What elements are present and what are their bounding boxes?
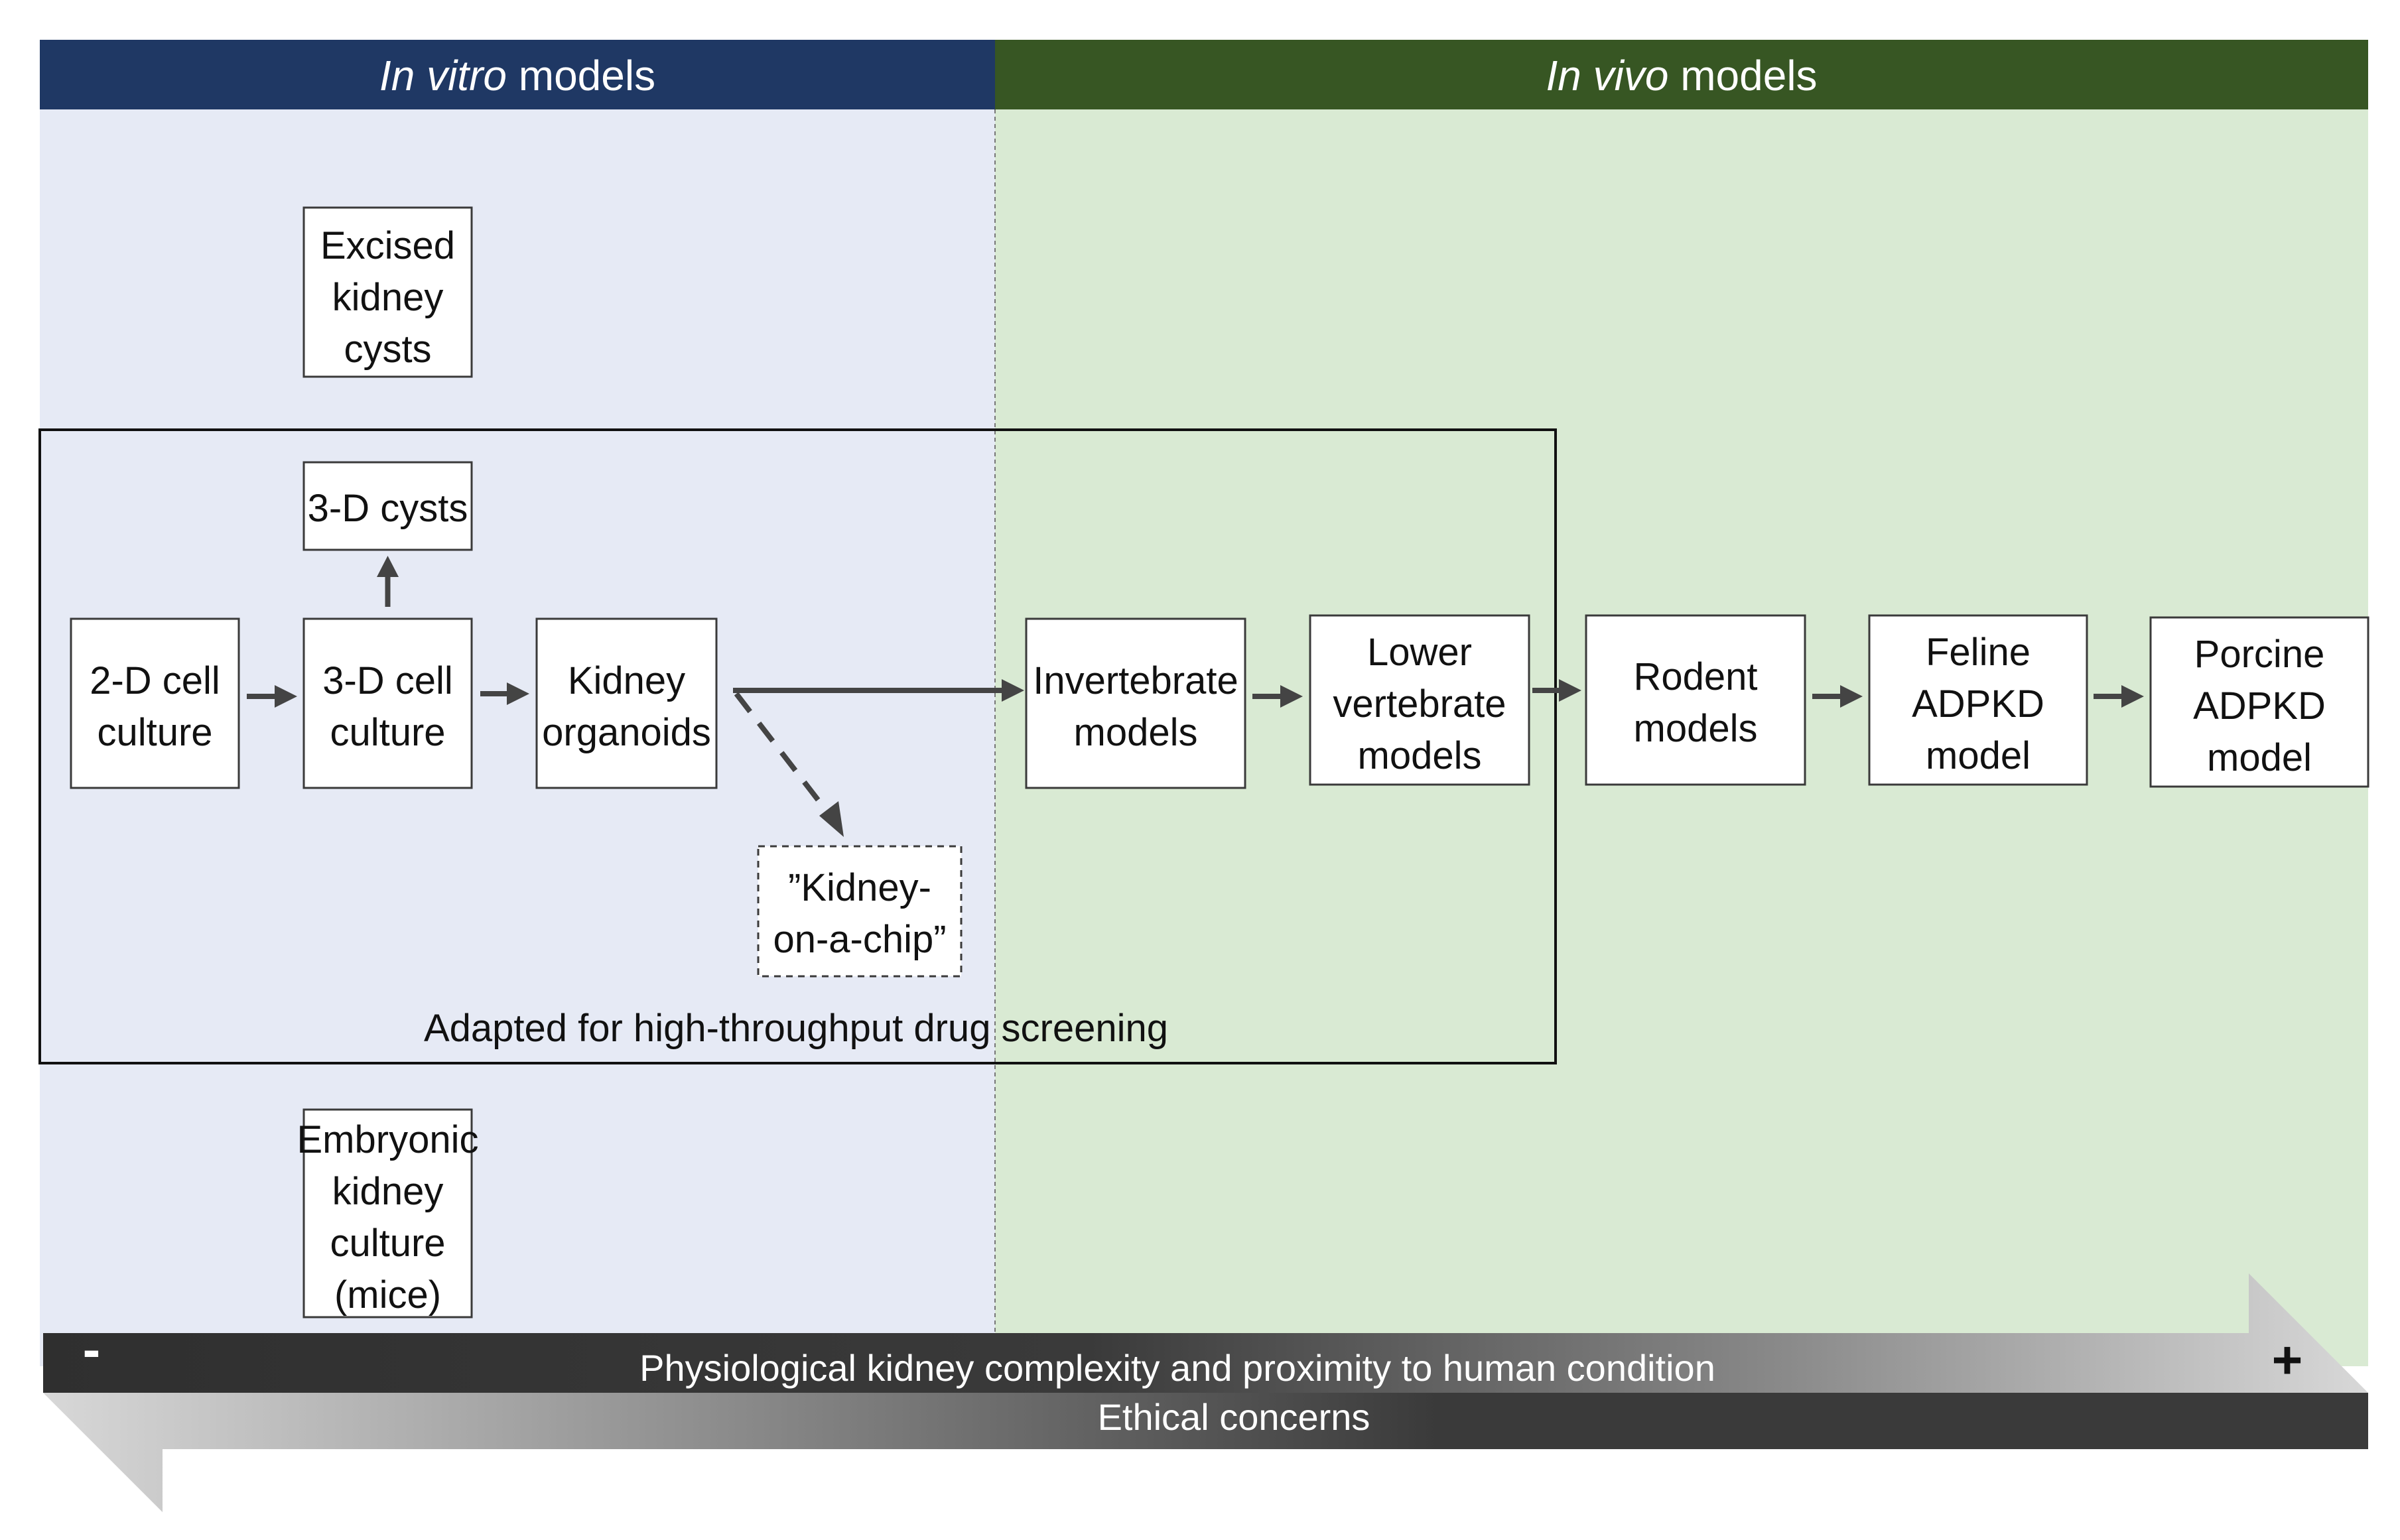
ethical-concerns-arrow [43,1393,2368,1512]
node-3d-cysts: 3-D cysts [302,461,473,551]
screening-box-label: Adapted for high-throughput drug screeni… [424,1007,1168,1050]
arrow-rodent-to-feline [1812,685,1863,708]
in-vitro-header-title: In vitro models [379,52,655,99]
complexity-arrow [43,1273,2368,1393]
arrow-organoids-to-kidney-chip [734,692,844,837]
in-vivo-header [995,40,2368,109]
screening-box [38,428,1557,1064]
complexity-label: Physiological kidney complexity and prox… [639,1347,1715,1389]
plus-sign: + [2272,1330,2303,1389]
arrow-lower-vertebrate-to-rodent [1532,679,1581,702]
minus-sign: - [83,1320,101,1379]
node-label: 3-D cysts [308,487,468,530]
node-kidney-on-a-chip: ”Kidney-on-a-chip” [757,845,963,978]
arrow-3d-culture-to-3d-cysts [377,556,399,607]
arrow-feline-to-porcine [2094,685,2144,708]
ethical-concerns-label: Ethical concerns [1098,1396,1370,1438]
arrow-2d-to-3d-culture [247,685,297,708]
in-vitro-header [40,40,995,109]
arrow-organoids-to-invertebrate [733,679,1024,702]
in-vivo-header-title: In vivo models [1546,52,1817,99]
arrow-invertebrate-to-lower-vertebrate [1252,685,1303,708]
node-label: ”Kidney-on-a-chip” [773,866,946,961]
arrow-3d-culture-to-organoids [480,682,529,705]
